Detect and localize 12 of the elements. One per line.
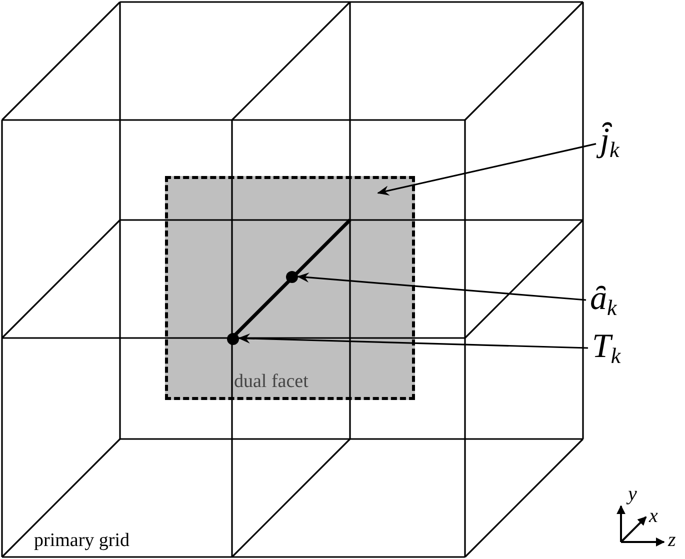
leader-arrow xyxy=(296,272,586,301)
current-symbol: j̑̑$_{k}$ xyxy=(598,124,622,161)
grid-point xyxy=(286,271,298,283)
dual-facet-region xyxy=(165,176,415,400)
axis-label: y xyxy=(628,484,637,504)
leader-arrow xyxy=(377,143,596,196)
grid-label: primary grid xyxy=(34,531,130,550)
grid-point xyxy=(227,333,239,345)
axis-label: x xyxy=(649,506,658,526)
axis-label: z xyxy=(668,530,676,550)
leader-arrow xyxy=(238,334,588,349)
region-label: dual facet xyxy=(234,371,308,393)
